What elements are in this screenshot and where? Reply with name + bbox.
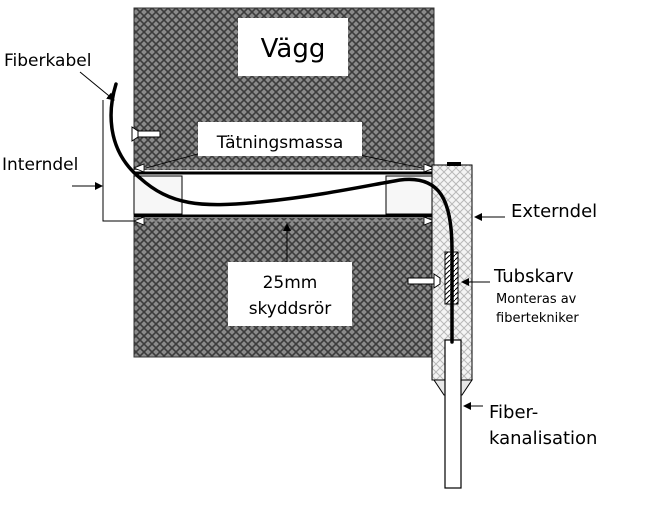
- fiber-cable-label: Fiberkabel: [4, 51, 91, 71]
- conduit-label-box: [228, 262, 352, 326]
- internal-part-sleeve: [133, 175, 183, 215]
- internal-part-label: Interndel: [2, 155, 78, 175]
- sealant-label-box: [198, 122, 362, 156]
- fiber-duct-label-line2: kanalisation: [489, 428, 597, 449]
- sealant-markers: [132, 163, 436, 226]
- conduit-channel: [134, 170, 434, 218]
- fiber-duct-label-line1: Fiber-: [489, 402, 538, 423]
- sealant-label: Tätningsmassa: [216, 133, 344, 153]
- tube-joint-note-line2: fibertekniker: [496, 311, 579, 326]
- screw-left: [131, 126, 161, 142]
- tube-joint-note-line1: Monteras av: [496, 292, 577, 307]
- wall-label: Vägg: [261, 34, 326, 64]
- screw-right: [407, 273, 441, 289]
- fiber-cable-path: [109, 82, 454, 344]
- conduit-label-line2: skyddsrör: [249, 299, 332, 319]
- conduit-label-line1: 25mm: [263, 273, 318, 293]
- external-part-label: Externdel: [511, 201, 597, 222]
- tube-joint-label: Tubskarv: [493, 266, 574, 287]
- fiber-duct-tube: [444, 339, 462, 489]
- wall-label-box: [238, 18, 348, 76]
